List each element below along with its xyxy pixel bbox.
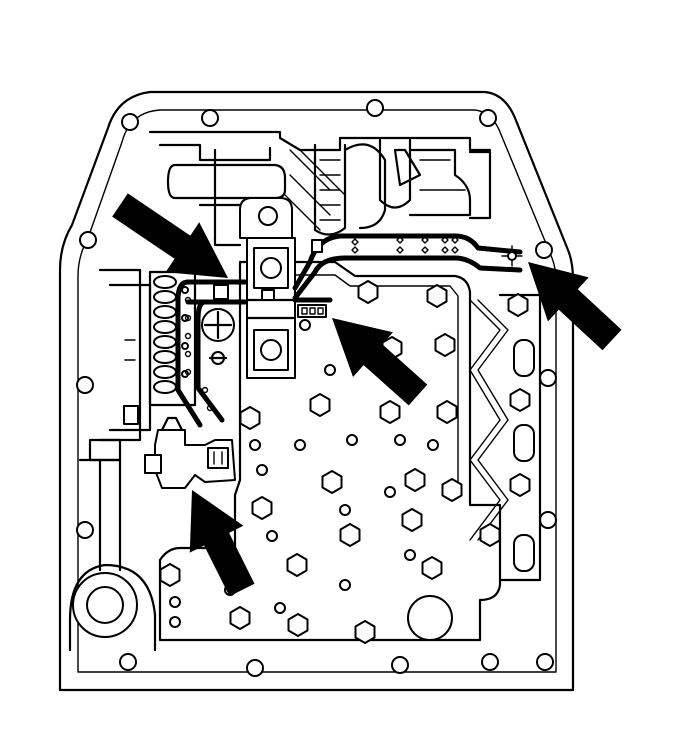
- harness-marker: [451, 246, 459, 254]
- callout-arrows: [112, 193, 622, 597]
- small-hole: [324, 364, 336, 376]
- small-hole: [294, 439, 306, 451]
- small-hole: [346, 434, 358, 446]
- harness-marker: [201, 386, 209, 394]
- hex-bolt: [441, 478, 463, 502]
- harness-marker: [184, 296, 192, 304]
- hex-bolt: [421, 556, 443, 580]
- spring-coil: [153, 305, 177, 319]
- flange-hole: [539, 511, 557, 529]
- small-hole: [256, 464, 268, 476]
- flange-hole: [201, 109, 219, 127]
- harness-marker: [351, 246, 359, 254]
- callout-arrow-lower: [189, 490, 255, 597]
- small-hole: [169, 596, 181, 608]
- small-hole: [169, 616, 181, 628]
- harness-marker: [421, 246, 429, 254]
- hex-bolt: [404, 468, 426, 492]
- small-hole: [249, 439, 261, 451]
- hex-bolt: [434, 333, 456, 357]
- flange-hole: [535, 241, 553, 259]
- harness-marker: [184, 332, 192, 340]
- hex-bolt: [229, 606, 251, 630]
- spring-coil: [153, 320, 177, 334]
- flange-hole: [79, 231, 97, 249]
- harness-marker: [441, 236, 449, 244]
- hex-bolt: [426, 284, 448, 308]
- harness-marker: [441, 246, 449, 254]
- spring-pin: [181, 342, 189, 350]
- hex-bolt: [159, 563, 181, 587]
- harness-marker: [184, 368, 192, 376]
- spring-coil: [153, 275, 177, 289]
- spring-coil: [153, 380, 177, 394]
- hex-bolt: [239, 406, 261, 430]
- hex-bolt: [357, 280, 379, 304]
- small-hole: [427, 439, 439, 451]
- flange-hole: [76, 521, 94, 539]
- retainer-clip: [201, 308, 235, 365]
- hex-bolt: [354, 620, 376, 644]
- hex-bolt: [507, 293, 529, 317]
- hex-bolt: [287, 613, 309, 637]
- hex-bolt: [286, 553, 308, 577]
- callout-arrow-center: [332, 318, 428, 406]
- wire-harness: [175, 233, 523, 428]
- flange-hole: [536, 653, 554, 671]
- lower-left-bore: [68, 563, 157, 652]
- flange-hole: [366, 99, 384, 117]
- spring-coil: [153, 365, 177, 379]
- small-hole: [339, 504, 351, 516]
- spring-coil: [153, 290, 177, 304]
- harness-marker: [421, 236, 429, 244]
- flange-hole: [76, 376, 94, 394]
- solenoid-block: [239, 197, 297, 379]
- harness-marker: [396, 236, 404, 244]
- small-hole: [274, 602, 286, 614]
- hex-bolt: [379, 400, 401, 424]
- spring-coil: [153, 350, 177, 364]
- harness-marker: [396, 246, 404, 254]
- hex-bolt: [401, 508, 423, 532]
- flange-hole: [121, 113, 139, 131]
- harness-marker: [451, 236, 459, 244]
- spring-coil: [153, 335, 177, 349]
- callout-arrow-upper-left: [112, 193, 228, 278]
- hex-bolt: [509, 473, 531, 497]
- valve-body-holes: [169, 364, 439, 628]
- small-hole: [404, 549, 416, 561]
- flange-hole: [391, 656, 409, 674]
- harness-connector: [144, 416, 236, 489]
- lower-center-bore: [407, 595, 453, 641]
- hex-bolt: [436, 400, 458, 424]
- hex-bolt: [321, 470, 343, 494]
- harness-marker: [507, 251, 517, 261]
- harness-marker: [184, 350, 192, 358]
- small-hole: [394, 434, 406, 446]
- callout-arrow-right: [528, 262, 622, 351]
- harness-marker: [206, 404, 214, 412]
- small-hole: [384, 486, 396, 498]
- flange-hole: [246, 659, 264, 677]
- spring-pin: [181, 286, 189, 294]
- harness-marker: [351, 238, 359, 246]
- small-hole: [266, 530, 278, 542]
- left-side-channels: [78, 268, 152, 572]
- valve-body-plate: [158, 260, 502, 642]
- small-hole: [339, 579, 351, 591]
- hex-bolt: [509, 388, 531, 412]
- hex-bolt: [479, 523, 501, 547]
- harness-marker: [184, 314, 192, 322]
- flange-bolt-holes: [76, 99, 557, 677]
- flange-hole: [481, 653, 499, 671]
- flange-hole: [119, 653, 137, 671]
- hex-bolt: [251, 496, 273, 520]
- flange-hole: [539, 369, 557, 387]
- flange-hole: [479, 109, 497, 127]
- hex-bolt: [339, 523, 361, 547]
- hex-bolt: [309, 393, 331, 417]
